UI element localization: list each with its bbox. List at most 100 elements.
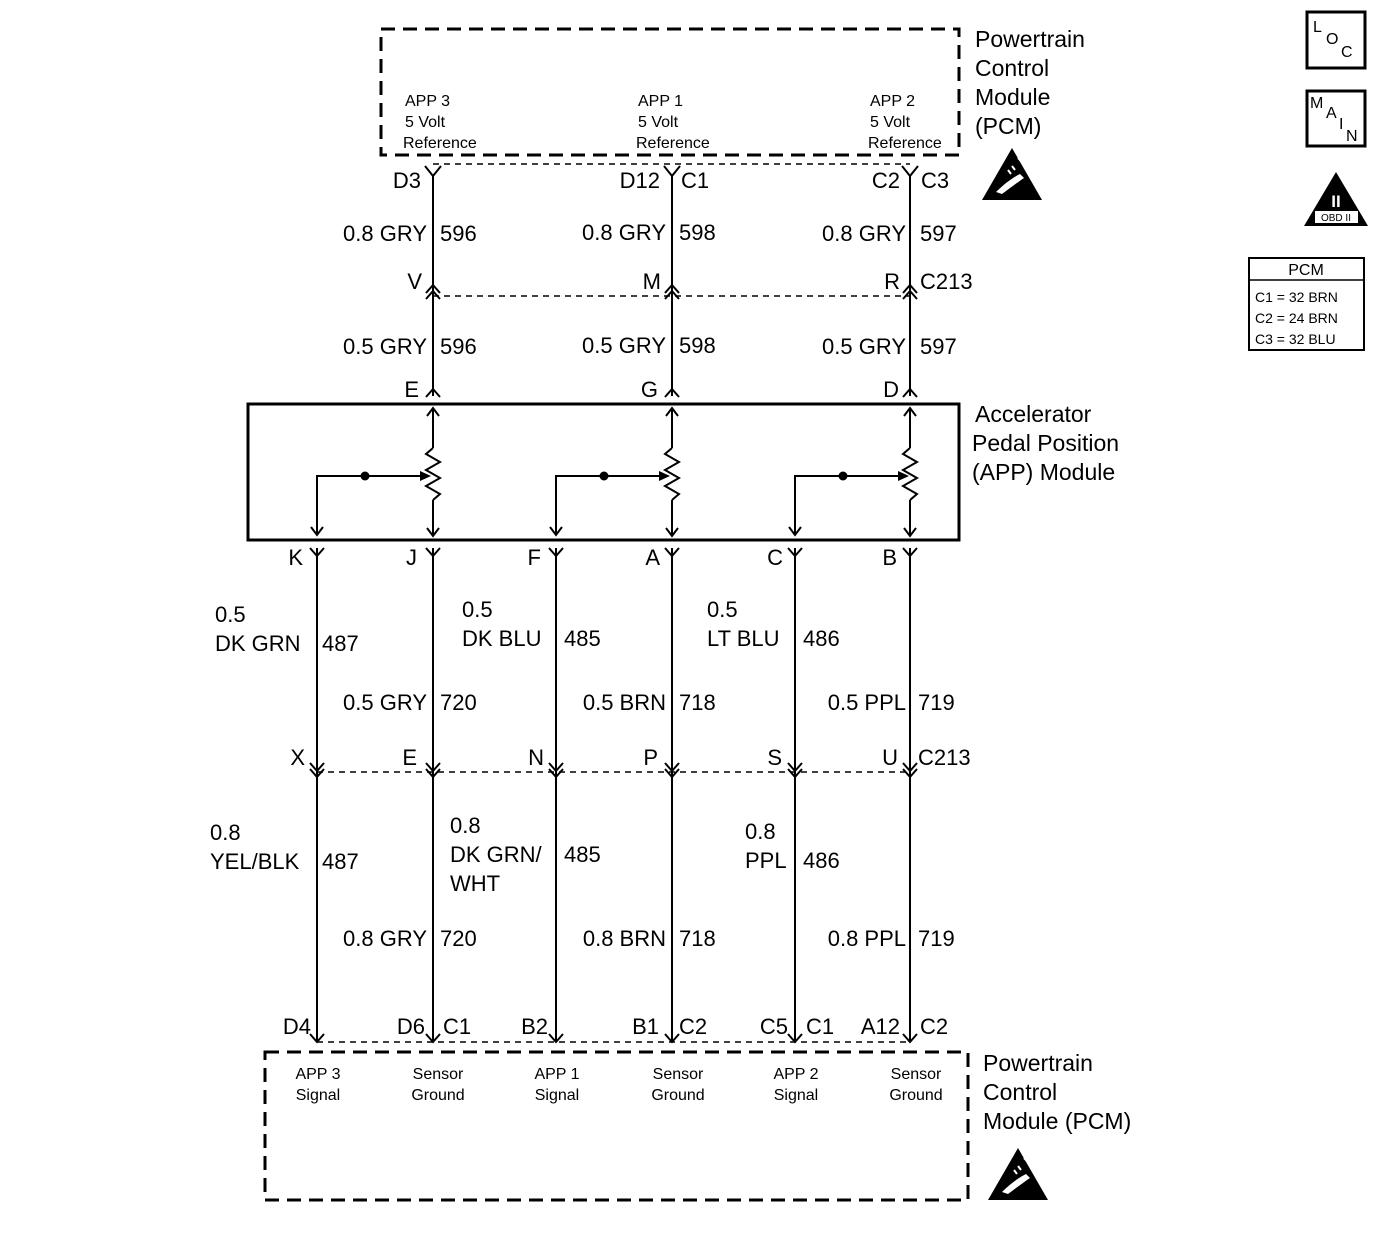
app-pin-label: E xyxy=(404,377,419,402)
wire-color-label: 0.5 GRY xyxy=(343,690,427,715)
c213-pin-label: S xyxy=(767,745,782,770)
pcm-bottom-pin-name: Signal xyxy=(774,1087,818,1104)
wire-circuit-label: 486 xyxy=(803,848,840,873)
wire-color-label: 0.5 GRY xyxy=(582,333,666,358)
wire-color-label: 0.5 PPL xyxy=(828,690,906,715)
wire-circuit-label: 596 xyxy=(440,221,477,246)
wire-color-label: DK GRN xyxy=(215,631,301,656)
pcm-top-pin-name: 5 Volt xyxy=(638,114,679,131)
terminal-symbol xyxy=(902,283,918,294)
upper-wires xyxy=(424,165,919,398)
esd-warning-icon xyxy=(982,148,1042,200)
pcm-bottom-pin-names: APP 3 Signal Sensor Ground APP 1 Signal … xyxy=(295,1066,942,1104)
pin-label: C5 xyxy=(760,1014,788,1039)
c213-pin-label: N xyxy=(528,745,544,770)
pin-label: D6 xyxy=(397,1014,425,1039)
terminal-symbol xyxy=(787,547,803,558)
pcm-bottom-pin-name: Ground xyxy=(651,1087,704,1104)
pcm-top-pin-name: APP 2 xyxy=(870,93,915,110)
wire-color-label: 0.8 xyxy=(745,819,776,844)
pcm-bottom-pin-name: Sensor xyxy=(653,1066,704,1083)
main-icon-letter: I xyxy=(1339,116,1343,133)
legend-row: C1 = 32 BRN xyxy=(1255,289,1338,305)
terminal-symbol xyxy=(902,1033,918,1044)
wire-color-label: 0.8 PPL xyxy=(828,926,906,951)
app-pin-label: B xyxy=(882,545,897,570)
wire-circuit-label: 720 xyxy=(440,926,477,951)
wire-color-label: 0.8 GRY xyxy=(343,926,427,951)
app-pin-label: D xyxy=(883,377,899,402)
pcm-top-pin-name: APP 3 xyxy=(405,93,450,110)
junction-dot xyxy=(360,471,370,481)
wire-circuit-label: 486 xyxy=(803,626,840,651)
main-icon-letter: A xyxy=(1326,105,1337,122)
terminal-symbol xyxy=(425,283,441,294)
legend-title: PCM xyxy=(1288,262,1324,279)
wire-circuit-label: 719 xyxy=(918,926,955,951)
c213-connector-label: C213 xyxy=(920,269,973,294)
pcm-top-title-line: Powertrain xyxy=(975,26,1085,52)
loc-icon-letter: O xyxy=(1326,31,1338,48)
wire-circuit-label: 596 xyxy=(440,334,477,359)
wire-circuit-label: 718 xyxy=(679,926,716,951)
wire-circuit-label: 487 xyxy=(322,631,359,656)
lower-wire-bottom-labels: 0.8 YEL/BLK 487 0.8 GRY 720 0.8 DK GRN/ … xyxy=(210,813,955,951)
pcm-top-title-line: Module xyxy=(975,84,1050,110)
wire-color-label: DK GRN/ xyxy=(450,842,543,867)
pin-label: C2 xyxy=(872,168,900,193)
pcm-bottom-pin-name: Sensor xyxy=(413,1066,464,1083)
wiper-line xyxy=(316,475,420,535)
wire-circuit-label: 485 xyxy=(564,626,601,651)
pcm-top-title: Powertrain Control Module (PCM) xyxy=(975,26,1085,139)
lower-wires xyxy=(309,547,918,1044)
wire-color-label: 0.8 xyxy=(450,813,481,838)
obd-ii-label: OBD II xyxy=(1321,213,1351,224)
wire-circuit-label: 597 xyxy=(920,221,957,246)
junction-dot xyxy=(599,471,609,481)
obd-ii-numeral: II xyxy=(1331,192,1340,211)
c213-pin-label: R xyxy=(884,269,900,294)
main-icon[interactable]: M A I N xyxy=(1305,89,1367,148)
potentiometer-symbol xyxy=(662,447,682,501)
loc-icon[interactable]: L O C xyxy=(1305,10,1367,70)
pcm-top-title-line: (PCM) xyxy=(975,113,1041,139)
terminal-symbol xyxy=(425,387,441,398)
wire-color-label: DK BLU xyxy=(462,626,541,651)
wire-color-label: YEL/BLK xyxy=(210,849,300,874)
wire-color-label: 0.8 BRN xyxy=(583,926,666,951)
wiper-line xyxy=(555,475,659,535)
pcm-bottom-title-line: Control xyxy=(983,1079,1057,1105)
app-module-title-line: (APP) Module xyxy=(972,459,1115,485)
pcm-bottom-pin-name: APP 2 xyxy=(773,1066,818,1083)
pcm-bottom-pin-labels: D4 D6 C1 B2 B1 C2 C5 C1 A12 C2 xyxy=(283,1014,948,1039)
pcm-top-pin-name: Reference xyxy=(868,135,942,152)
app-module-title-line: Pedal Position xyxy=(972,430,1119,456)
pcm-top-title-line: Control xyxy=(975,55,1049,81)
pcm-bottom-pin-name: APP 3 xyxy=(295,1066,340,1083)
wire-color-label: 0.8 GRY xyxy=(822,221,906,246)
c213-pin-label: U xyxy=(882,745,898,770)
app-bottom-pin-labels: K J F A C B xyxy=(288,545,897,570)
terminal-symbol xyxy=(664,387,680,398)
app-pin-label: F xyxy=(528,545,541,570)
terminal-symbol xyxy=(902,387,918,398)
potentiometer-symbol xyxy=(423,447,443,501)
terminal-symbol xyxy=(663,165,681,178)
pcm-bottom-pin-name: Signal xyxy=(535,1087,579,1104)
pcm-connector-legend: PCM C1 = 32 BRN C2 = 24 BRN C3 = 32 BLU xyxy=(1248,257,1365,351)
arrowhead xyxy=(420,471,431,481)
pin-label: B2 xyxy=(521,1014,548,1039)
obd-ii-icon[interactable]: II OBD II xyxy=(1304,172,1368,226)
wire-circuit-label: 597 xyxy=(920,334,957,359)
app-pin-label: C xyxy=(767,545,783,570)
terminal-symbol xyxy=(902,547,918,558)
wire-color-label: 0.5 xyxy=(215,602,246,627)
pcm-top-pin-names: APP 3 5 Volt Reference APP 1 5 Volt Refe… xyxy=(403,93,942,152)
upper-wire-labels: 0.8 GRY 596 0.8 GRY 598 0.8 GRY 597 V M … xyxy=(343,220,973,402)
junction-dot xyxy=(838,471,848,481)
wire-circuit-label: 718 xyxy=(679,690,716,715)
legend-row: C3 = 32 BLU xyxy=(1255,331,1336,347)
terminal-symbol xyxy=(664,547,680,558)
